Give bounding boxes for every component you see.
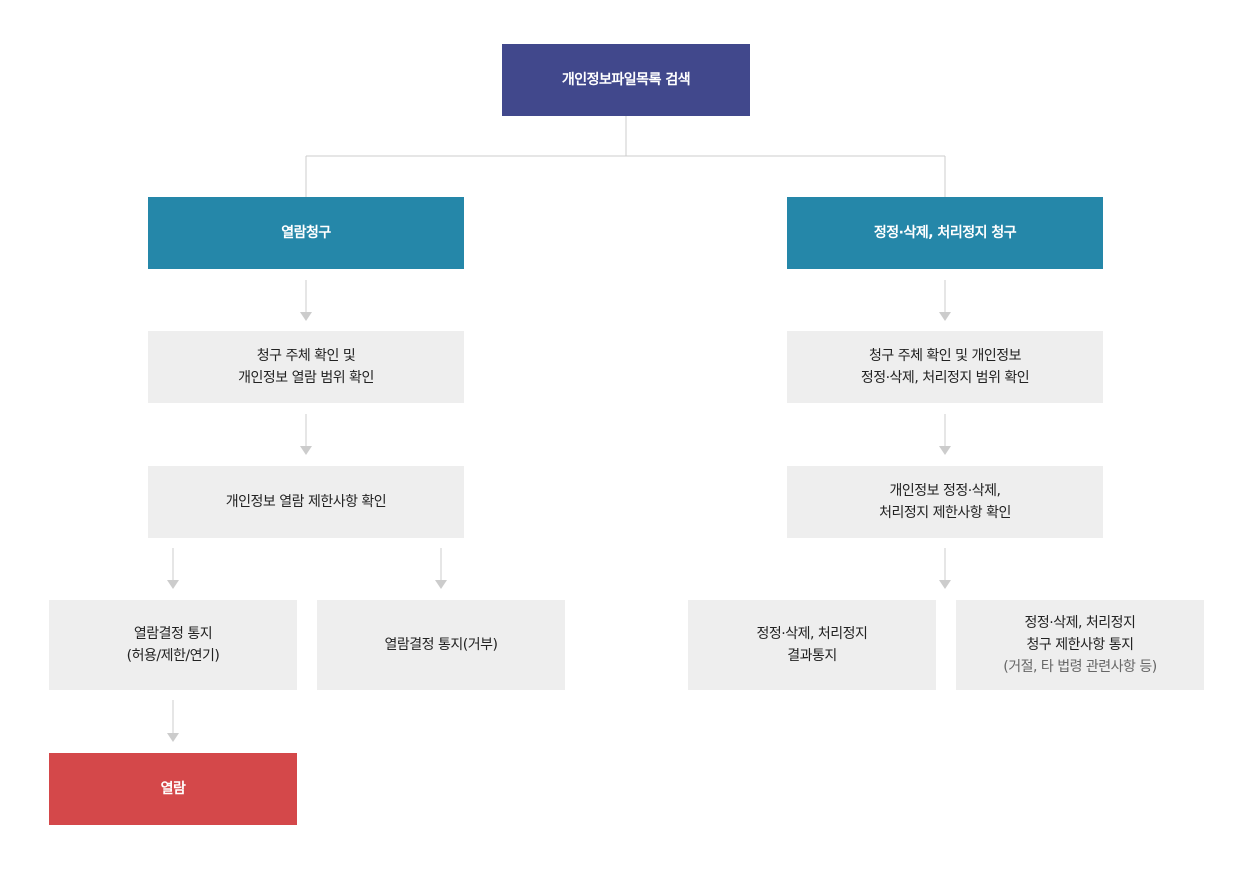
arrow-down-icon (167, 580, 179, 589)
left-step1-line1: 청구 주체 확인 및 (256, 348, 356, 364)
left-decision-deny-line1: 열람결정 통지(거부) (384, 637, 498, 653)
right-restriction-notice: 정정·삭제, 처리정지 청구 제한사항 통지 (거절, 타 법령 관련사항 등) (956, 600, 1204, 690)
arrow-down-icon (939, 312, 951, 321)
left-step1-line2: 개인정보 열람 범위 확인 (238, 370, 374, 386)
left-decision-allow-notice: 열람결정 통지 (허용/제한/연기) (49, 600, 297, 690)
left-decision-allow-line2: (허용/제한/연기) (126, 648, 220, 664)
arrow-down-icon (300, 446, 312, 455)
root-node-file-search: 개인정보파일목록 검색 (502, 44, 750, 116)
right-header-label: 정정·삭제, 처리정지 청구 (873, 225, 1017, 241)
left-header-label: 열람청구 (281, 225, 331, 241)
left-final-view: 열람 (49, 753, 297, 825)
left-decision-allow-line1: 열람결정 통지 (133, 626, 213, 642)
right-header-correction-request: 정정·삭제, 처리정지 청구 (787, 197, 1103, 269)
left-step2-line1: 개인정보 열람 제한사항 확인 (225, 494, 387, 510)
right-restriction-line2: 청구 제한사항 통지 (1026, 637, 1134, 653)
left-final-label: 열람 (160, 781, 186, 797)
right-result-line1: 정정·삭제, 처리정지 (756, 626, 868, 642)
arrow-down-icon (167, 733, 179, 742)
left-header-view-request: 열람청구 (148, 197, 464, 269)
right-step2-line1: 개인정보 정정·삭제, (889, 483, 1001, 499)
root-node-label: 개인정보파일목록 검색 (561, 72, 691, 88)
arrow-down-icon (435, 580, 447, 589)
right-restriction-line3: (거절, 타 법령 관련사항 등) (1003, 659, 1157, 675)
left-step2-check-restrictions: 개인정보 열람 제한사항 확인 (148, 466, 464, 538)
right-result-line2: 결과통지 (787, 648, 837, 664)
left-step1-verify-scope: 청구 주체 확인 및 개인정보 열람 범위 확인 (148, 331, 464, 403)
left-decision-deny-notice: 열람결정 통지(거부) (317, 600, 565, 690)
right-step1-line2: 정정·삭제, 처리정지 범위 확인 (860, 370, 1030, 386)
right-result-notice: 정정·삭제, 처리정지 결과통지 (688, 600, 936, 690)
right-step2-check-restrictions: 개인정보 정정·삭제, 처리정지 제한사항 확인 (787, 466, 1103, 538)
right-step1-line1: 청구 주체 확인 및 개인정보 (869, 348, 1021, 364)
arrow-down-icon (939, 446, 951, 455)
right-step2-line2: 처리정지 제한사항 확인 (879, 505, 1011, 521)
arrow-down-icon (300, 312, 312, 321)
arrow-down-icon (939, 580, 951, 589)
right-step1-verify-scope: 청구 주체 확인 및 개인정보 정정·삭제, 처리정지 범위 확인 (787, 331, 1103, 403)
right-restriction-line1: 정정·삭제, 처리정지 (1024, 615, 1136, 631)
